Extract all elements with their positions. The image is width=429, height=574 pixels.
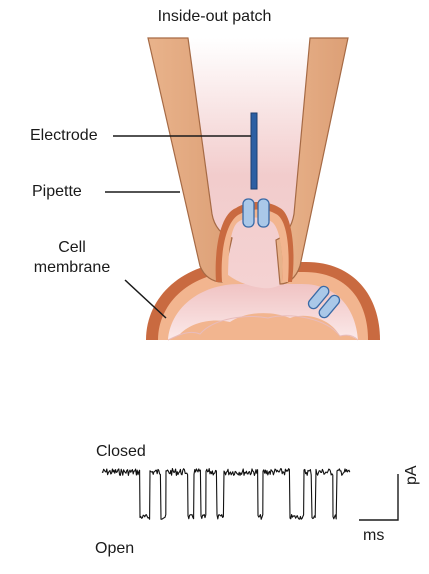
cell-membrane-label-line1: Cell [20, 238, 124, 258]
closed-state-label: Closed [96, 443, 146, 461]
cell-membrane-label: Cell membrane [20, 238, 124, 278]
scale-bar [359, 474, 398, 520]
time-scale-label: ms [363, 527, 384, 545]
current-scale-label: pA [403, 465, 421, 485]
cell-membrane-label-line2: membrane [20, 258, 124, 278]
electrode [251, 113, 257, 189]
diagram-title: Inside-out patch [0, 8, 429, 26]
open-state-label: Open [95, 540, 134, 558]
pipette-label: Pipette [32, 183, 82, 201]
electrode-label: Electrode [30, 127, 98, 145]
single-channel-trace [102, 469, 350, 520]
